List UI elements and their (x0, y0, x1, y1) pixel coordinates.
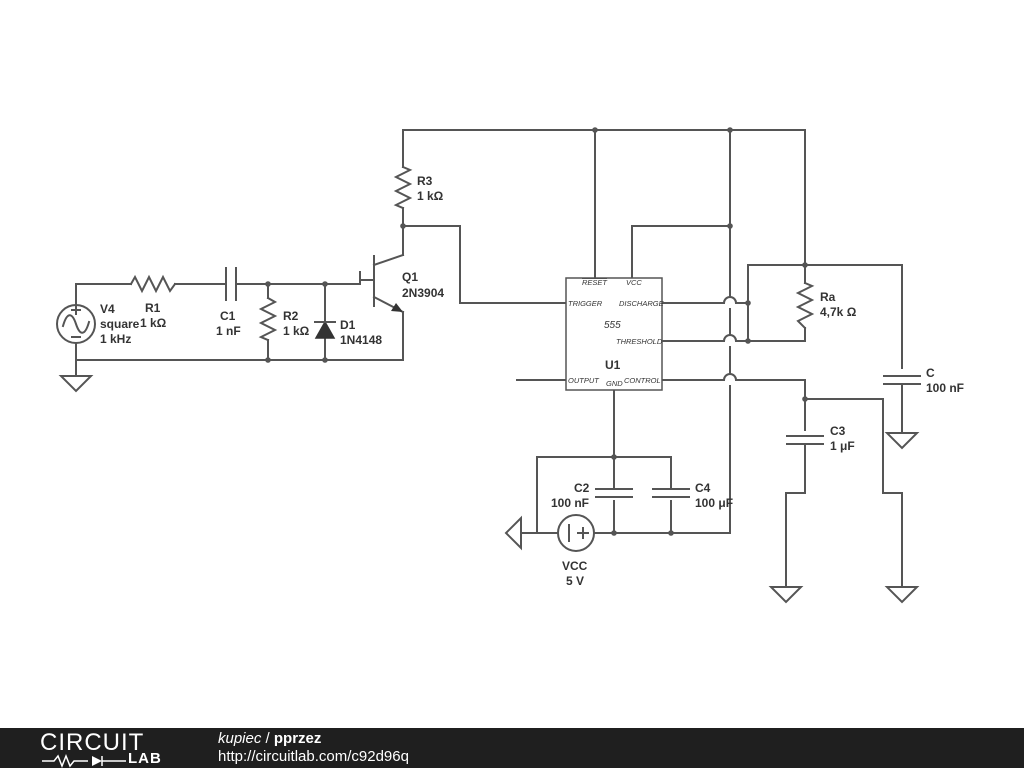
ra-value: 4,7k Ω (820, 305, 857, 319)
wire-crossings (722, 296, 738, 382)
vcc-ref: VCC (562, 559, 588, 573)
logo-lab-text: LAB (128, 750, 162, 767)
c1-value: 1 nF (216, 324, 241, 338)
pin-trigger: TRIGGER (568, 299, 603, 308)
d1-ref: D1 (340, 318, 356, 332)
pin-threshold: THRESHOLD (616, 337, 663, 346)
q1-value: 2N3904 (402, 286, 444, 300)
u1-ref: U1 (605, 358, 621, 372)
r2-resistor[interactable]: R2 1 kΩ (258, 296, 310, 342)
r2-value: 1 kΩ (283, 324, 310, 338)
v4-frequency: 1 kHz (100, 332, 131, 346)
ground-icon (884, 586, 920, 604)
v4-ref: V4 (100, 302, 115, 316)
author-name[interactable]: kupiec (218, 730, 262, 747)
junctions (265, 127, 808, 536)
c3-capacitor[interactable]: C3 1 μF (786, 424, 855, 453)
vcc-value: 5 V (566, 574, 584, 588)
circuitlab-logo[interactable]: CIRCUIT LAB (40, 729, 180, 768)
d1-value: 1N4148 (340, 333, 382, 347)
r3-value: 1 kΩ (417, 189, 444, 203)
project-name[interactable]: pprzez (273, 730, 322, 747)
sine-wave-icon (61, 314, 91, 334)
c4-ref: C4 (695, 481, 711, 495)
c-capacitor[interactable]: C 100 nF (883, 366, 964, 395)
wires (75, 129, 903, 588)
ground-icon (884, 432, 920, 450)
pin-discharge: DISCHARGE (619, 299, 665, 308)
ra-resistor[interactable]: Ra 4,7k Ω (795, 281, 857, 330)
logo-circuit-text: CIRCUIT (40, 729, 145, 756)
vcc-source[interactable]: VCC 5 V (557, 514, 595, 588)
ra-ref: Ra (820, 290, 836, 304)
project-url[interactable]: http://circuitlab.com/c92d96q (218, 748, 409, 765)
ground-icon (768, 586, 804, 604)
c2-value: 100 nF (551, 496, 589, 510)
u1-part: 555 (604, 320, 621, 331)
circuit-schematic: V4 square 1 kHz R1 1 kΩ C1 1 nF R2 1 kΩ … (56, 127, 964, 604)
q1-transistor[interactable]: Q1 2N3904 (359, 253, 444, 321)
pin-control: CONTROL (624, 376, 661, 385)
q1-ref: Q1 (402, 270, 418, 284)
separator: / (261, 730, 274, 747)
ground-icon (504, 515, 522, 551)
grounds (58, 375, 920, 604)
r1-value: 1 kΩ (140, 316, 167, 330)
logo-circuit-icon (42, 754, 126, 768)
r3-resistor[interactable]: R3 1 kΩ (393, 165, 444, 210)
author-project-line: kupiec / pprzez (218, 730, 321, 748)
r2-ref: R2 (283, 309, 299, 323)
footer-bar: CIRCUIT LAB kupiec / pprzez http://circu… (0, 728, 1024, 768)
ground-icon (58, 375, 94, 393)
pin-gnd: GND (606, 379, 623, 388)
pin-reset: RESET (582, 278, 608, 287)
pin-vcc: VCC (626, 278, 642, 287)
v4-source[interactable]: V4 square 1 kHz (56, 302, 140, 346)
plus-icon (577, 527, 589, 539)
r3-ref: R3 (417, 174, 433, 188)
u1-555-timer[interactable]: RESET VCC TRIGGER DISCHARGE THRESHOLD OU… (565, 277, 665, 391)
pin-output: OUTPUT (568, 376, 600, 385)
c2-ref: C2 (574, 481, 590, 495)
c-value: 100 nF (926, 381, 964, 395)
c4-capacitor[interactable]: C4 100 μF (652, 481, 733, 510)
r1-ref: R1 (145, 301, 161, 315)
v4-wave: square (100, 317, 140, 331)
c1-capacitor[interactable]: C1 1 nF (216, 267, 241, 338)
c-ref: C (926, 366, 935, 380)
c3-ref: C3 (830, 424, 846, 438)
c1-ref: C1 (220, 309, 236, 323)
c4-value: 100 μF (695, 496, 733, 510)
r1-resistor[interactable]: R1 1 kΩ (129, 274, 177, 330)
c3-value: 1 μF (830, 439, 855, 453)
d1-diode[interactable]: D1 1N4148 (314, 318, 382, 347)
c2-capacitor[interactable]: C2 100 nF (551, 481, 633, 510)
